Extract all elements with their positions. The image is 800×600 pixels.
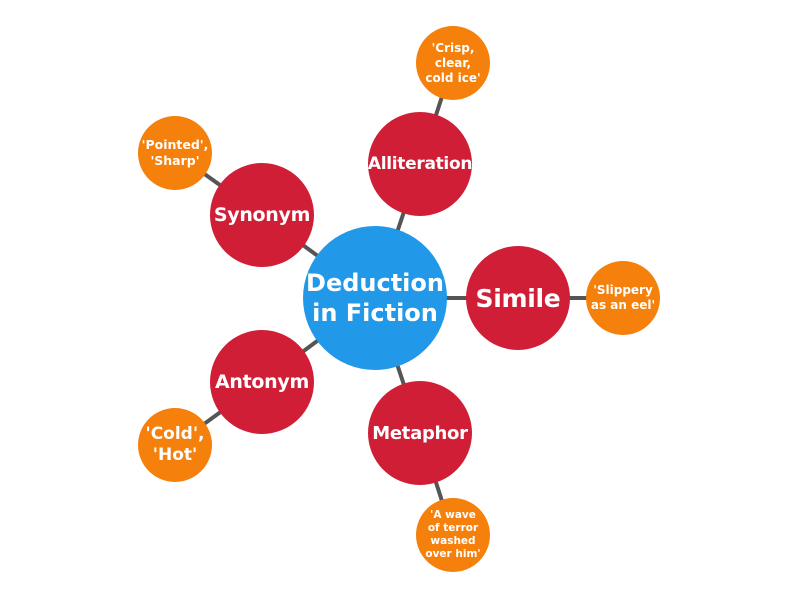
branch-node-simile[interactable]: Simile (466, 246, 570, 350)
center-node[interactable]: Deduction in Fiction (303, 226, 447, 370)
branch-node-antonym[interactable]: Antonym (210, 330, 314, 434)
branch-label: Metaphor (372, 422, 468, 444)
example-label: 'Cold', 'Hot' (145, 424, 205, 465)
example-node-synonym[interactable]: 'Pointed', 'Sharp' (138, 116, 212, 190)
branch-node-metaphor[interactable]: Metaphor (368, 381, 472, 485)
branch-node-synonym[interactable]: Synonym (210, 163, 314, 267)
example-node-alliteration[interactable]: 'Crisp, clear, cold ice' (416, 26, 490, 100)
center-node-label: Deduction in Fiction (306, 269, 444, 327)
example-label: 'A wave of terror washed over him' (425, 509, 481, 560)
example-label: 'Pointed', 'Sharp' (141, 137, 209, 168)
example-node-simile[interactable]: 'Slippery as an eel' (586, 261, 660, 335)
branch-label: Synonym (213, 204, 311, 226)
example-node-metaphor[interactable]: 'A wave of terror washed over him' (416, 498, 490, 572)
example-label: 'Slippery as an eel' (590, 283, 656, 312)
branch-label: Simile (475, 283, 561, 313)
example-label: 'Crisp, clear, cold ice' (425, 40, 481, 85)
branch-label: Alliteration (367, 154, 473, 174)
branch-label: Antonym (215, 371, 309, 393)
example-node-antonym[interactable]: 'Cold', 'Hot' (138, 408, 212, 482)
branch-node-alliteration[interactable]: Alliteration (368, 112, 472, 216)
